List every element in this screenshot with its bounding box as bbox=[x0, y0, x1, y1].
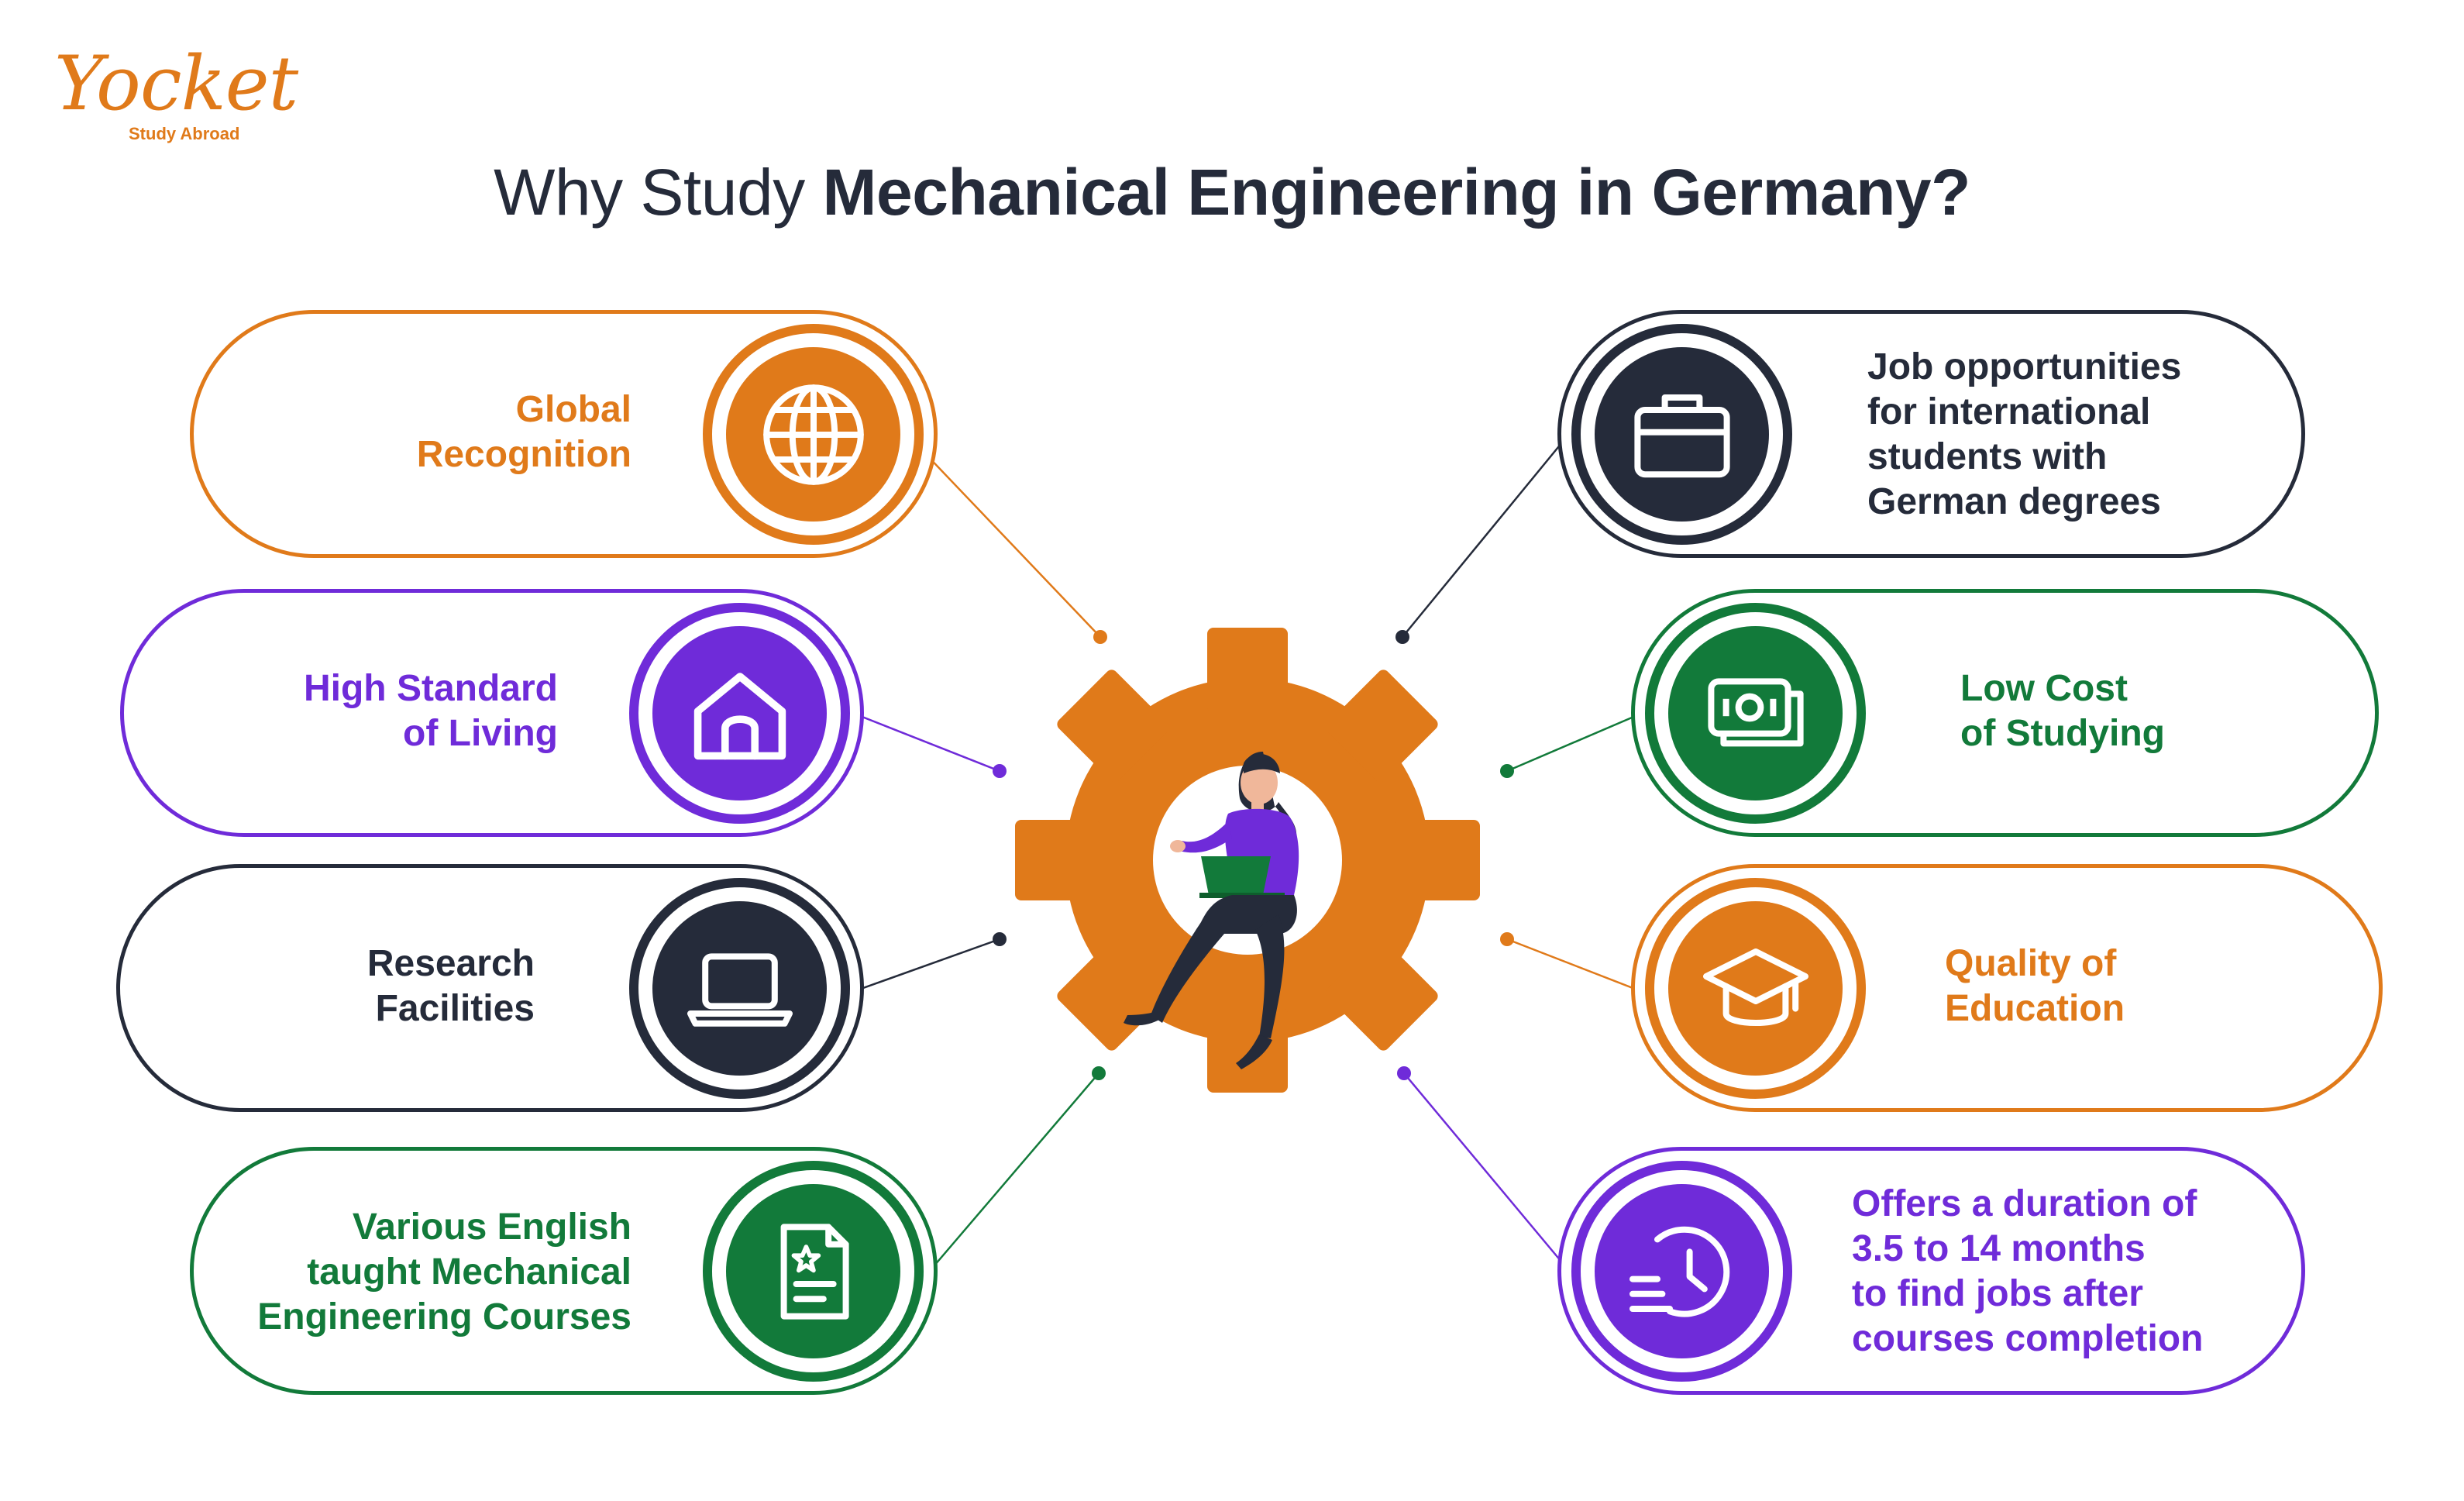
connector-dot-job-opportunities bbox=[1395, 630, 1409, 644]
brand-name: Yocket bbox=[54, 40, 298, 127]
title-prefix: Why Study bbox=[494, 156, 823, 229]
feature-label: Job opportunities for international stud… bbox=[1867, 346, 2182, 522]
feature-global-recognition: Global Recognition bbox=[190, 310, 938, 558]
feature-icon-circle bbox=[629, 878, 850, 1099]
home-icon bbox=[693, 672, 786, 759]
feature-job-duration: Offers a duration of 3.5 to 14 months to… bbox=[1557, 1147, 2305, 1395]
connector-english-courses bbox=[929, 1072, 1100, 1272]
connector-dot-research-facilities bbox=[993, 932, 1007, 946]
feature-label: Research Facilities bbox=[367, 943, 535, 1029]
feature-icon-circle bbox=[1645, 878, 1866, 1099]
student-with-laptop-icon bbox=[1124, 752, 1299, 1069]
gear-illustration bbox=[1015, 628, 1480, 1093]
feature-research-facilities: Research Facilities bbox=[116, 864, 864, 1112]
title-emphasis: Mechanical Engineering in Germany? bbox=[822, 156, 1971, 229]
feature-label: Various English taught Mechanical Engine… bbox=[257, 1207, 631, 1337]
connector-research-facilities bbox=[852, 938, 1000, 993]
connector-low-cost bbox=[1506, 711, 1643, 773]
feature-icon-circle bbox=[1571, 1161, 1792, 1382]
page-title: Why Study Mechanical Engineering in Germ… bbox=[0, 155, 2464, 230]
connector-standard-of-living bbox=[852, 711, 1000, 773]
brand-tagline: Study Abroad bbox=[129, 124, 240, 143]
money-icon bbox=[1707, 677, 1804, 746]
connector-job-duration bbox=[1403, 1072, 1570, 1272]
feature-icon-circle bbox=[1645, 603, 1866, 824]
feature-quality-education: Quality of Education bbox=[1631, 864, 2383, 1112]
globe-icon bbox=[762, 384, 864, 485]
brand-logo: Yocket Study Abroad bbox=[54, 40, 298, 143]
feature-label: Low Cost of Studying bbox=[1960, 668, 2165, 754]
connector-dot-low-cost bbox=[1500, 764, 1514, 778]
feature-icon-circle bbox=[1571, 324, 1792, 545]
feature-label: Global Recognition bbox=[416, 389, 631, 475]
feature-icon-circle bbox=[703, 1161, 924, 1382]
feature-icon-circle bbox=[629, 603, 850, 824]
connector-dot-standard-of-living bbox=[993, 764, 1007, 778]
graduation-cap-icon bbox=[1702, 948, 1808, 1026]
feature-low-cost: Low Cost of Studying bbox=[1631, 589, 2379, 837]
feature-icon-circle bbox=[703, 324, 924, 545]
connector-quality-education bbox=[1506, 938, 1643, 993]
feature-job-opportunities: Job opportunities for international stud… bbox=[1557, 310, 2305, 558]
feature-label: Quality of Education bbox=[1945, 943, 2125, 1029]
connector-dot-global-recognition bbox=[1093, 630, 1107, 644]
briefcase-icon bbox=[1633, 394, 1730, 477]
connector-dot-job-duration bbox=[1397, 1066, 1411, 1080]
document-star-icon bbox=[780, 1223, 849, 1320]
feature-standard-of-living: High Standard of Living bbox=[120, 589, 864, 837]
feature-label: High Standard of Living bbox=[303, 668, 558, 754]
clock-icon bbox=[1629, 1226, 1729, 1317]
connector-global-recognition bbox=[906, 433, 1101, 638]
feature-english-courses: Various English taught Mechanical Engine… bbox=[190, 1147, 938, 1395]
connector-dot-quality-education bbox=[1500, 932, 1514, 946]
feature-label: Offers a duration of 3.5 to 14 months to… bbox=[1852, 1183, 2204, 1359]
connector-dot-english-courses bbox=[1092, 1066, 1106, 1080]
laptop-icon bbox=[687, 952, 793, 1027]
connector-job-opportunities bbox=[1402, 433, 1570, 638]
